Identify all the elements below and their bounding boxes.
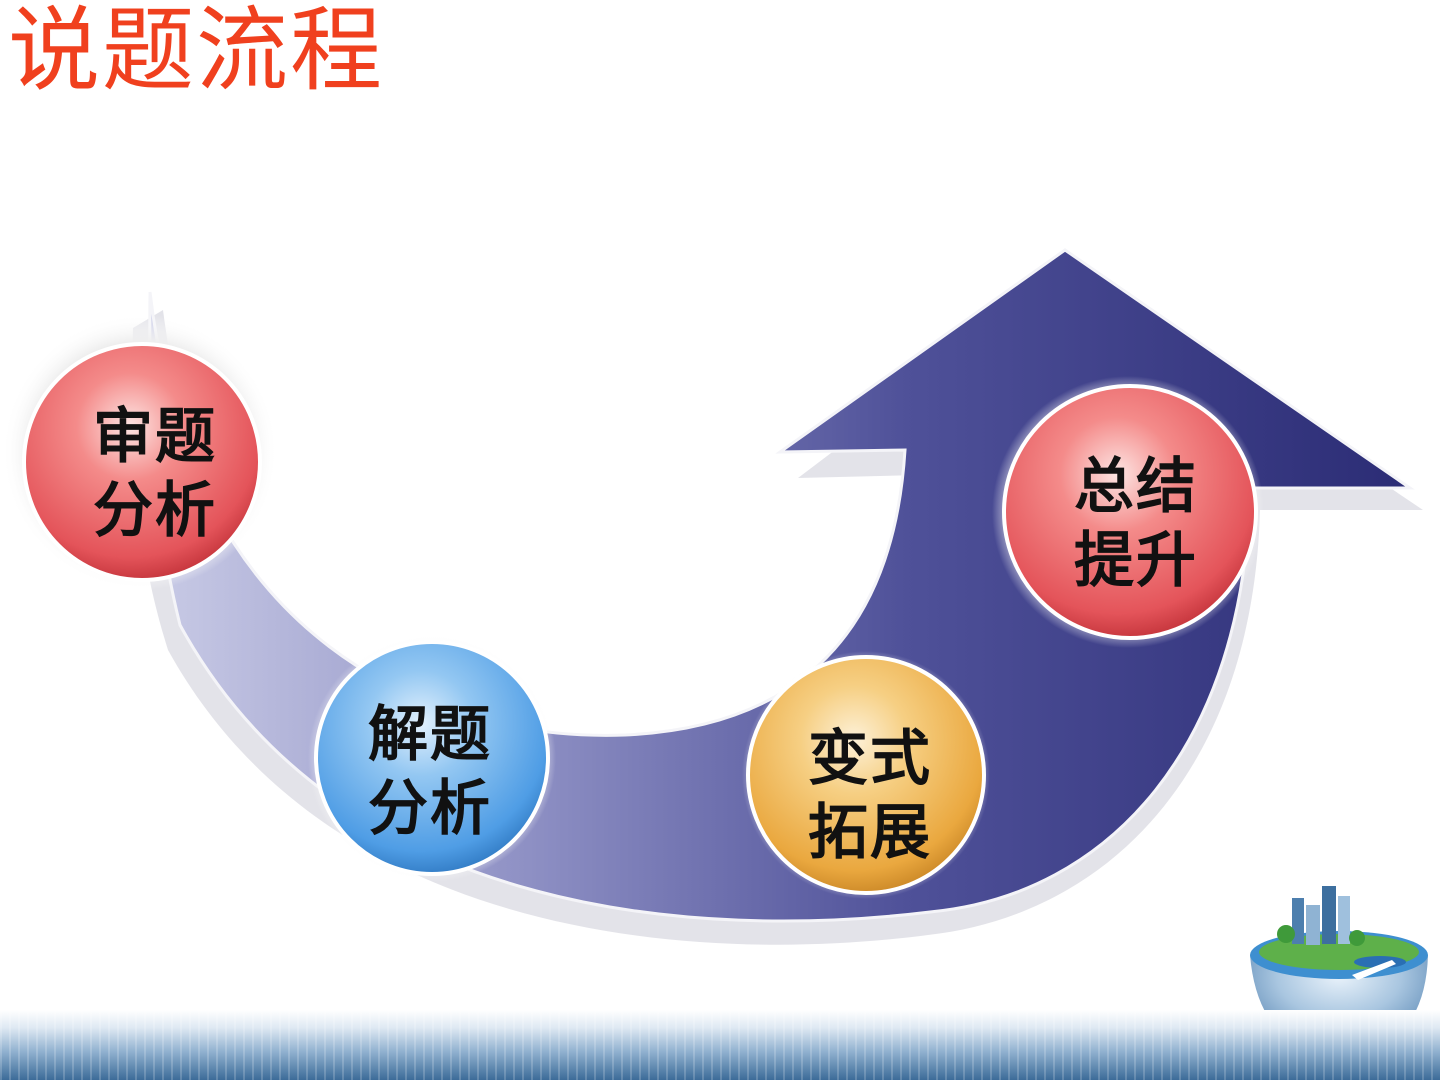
step-ball-solve xyxy=(308,634,556,882)
step-ball-variation xyxy=(742,651,990,899)
step-label-solve: 解题分析 xyxy=(368,700,492,844)
step-label-variation: 变式拓展 xyxy=(808,724,932,868)
step-ball-summary xyxy=(992,376,1264,648)
page-title: 说题流程 xyxy=(8,0,385,104)
step-label-review: 审题分析 xyxy=(93,402,217,546)
step-ball-review xyxy=(2,314,278,590)
bottom-decorative-band xyxy=(0,1010,1440,1080)
step-label-summary: 总结提升 xyxy=(1074,452,1198,596)
